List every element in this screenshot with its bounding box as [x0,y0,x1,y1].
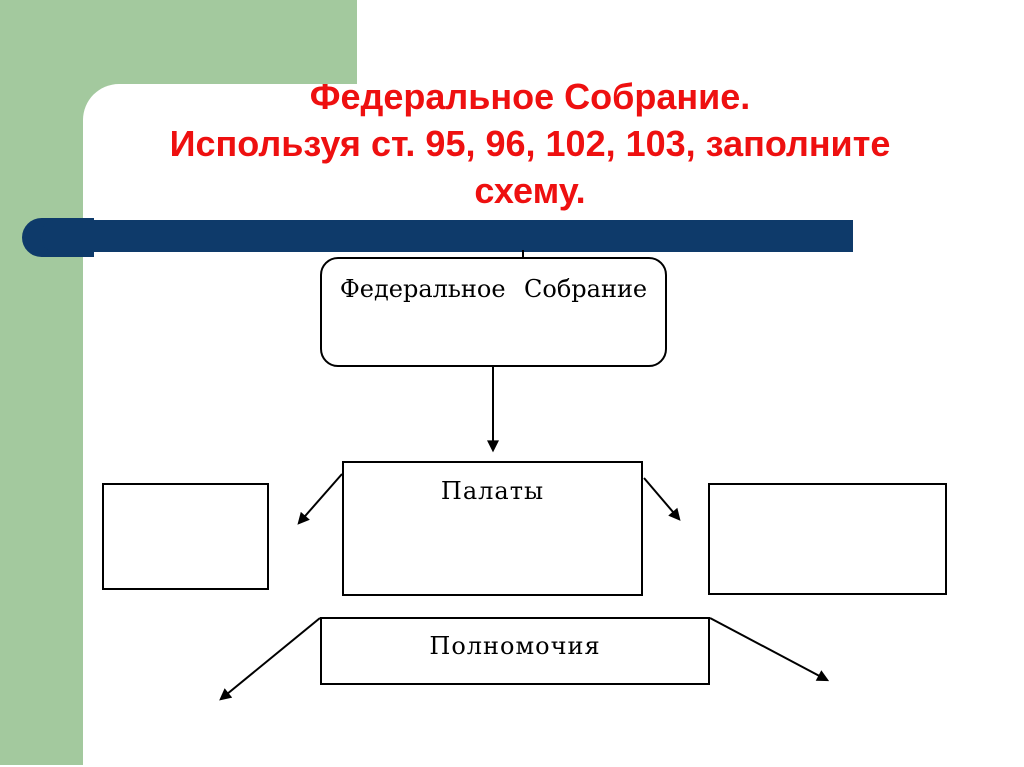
title-line-3: схему. [474,169,586,211]
powers-box: Полномочия [320,617,710,685]
federal-assembly-label: Федеральное Собрание [339,275,648,303]
title-line-1: Федеральное Собрание. [309,76,751,117]
powers-label: Полномочия [429,632,601,660]
federal-assembly-box: Федеральное Собрание [320,257,667,367]
left-accent-bar [0,0,83,765]
slide-title: Федеральное Собрание. Используя ст. 95, … [90,74,970,214]
blank-box-right [708,483,947,595]
chambers-label: Палаты [440,477,545,505]
title-line-2: Используя ст. 95, 96, 102, 103, заполнит… [169,122,891,164]
divider-bar [40,220,853,252]
blank-box-left [102,483,269,590]
chambers-box: Палаты [342,461,643,596]
